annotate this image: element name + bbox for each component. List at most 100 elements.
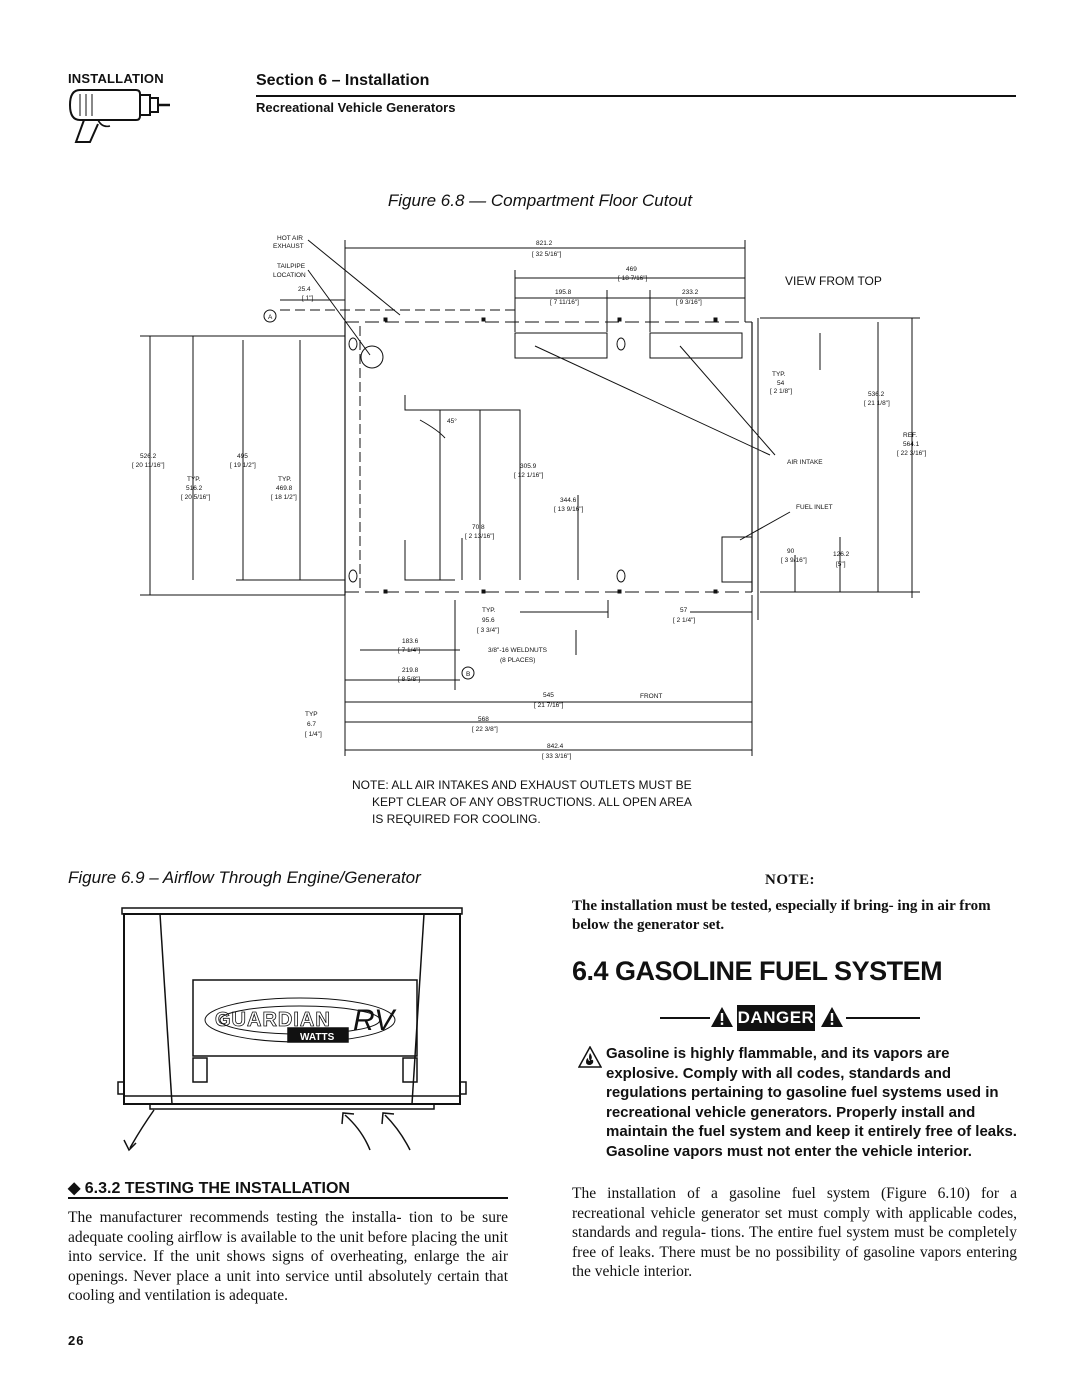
dim-195-inch: [ 7 11/16"] bbox=[550, 299, 579, 306]
note-body: The installation must be tested, especia… bbox=[572, 898, 991, 933]
danger-label: DANGER bbox=[737, 1005, 815, 1031]
dim-195: 195.8 bbox=[555, 289, 572, 296]
dim-469: 469 bbox=[626, 266, 637, 273]
dim-564-inch: [ 22 3/16"] bbox=[897, 450, 927, 457]
section-6-3-2-rule bbox=[68, 1197, 508, 1199]
dim-821: 821.2 bbox=[536, 240, 553, 247]
fuel-system-paragraph: The installation of a gasoline fuel syst… bbox=[572, 1185, 1017, 1280]
typ-6-label: TYP bbox=[305, 711, 318, 718]
point-b-label: B bbox=[466, 671, 470, 678]
dim-568-inch: [ 22 3/8"] bbox=[472, 726, 498, 733]
dim-821-inch: [ 32 5/16"] bbox=[532, 251, 562, 258]
dim-545: 545 bbox=[543, 692, 554, 699]
typ-95-label: TYP. bbox=[482, 607, 496, 614]
dim-57: 57 bbox=[680, 607, 688, 614]
places-label: (8 PLACES) bbox=[500, 657, 535, 664]
drawing-note-line-1: NOTE: ALL AIR INTAKES AND EXHAUST OUTLET… bbox=[352, 778, 692, 792]
dim-344-inch: [ 13 9/16"] bbox=[554, 506, 584, 513]
dim-469b-inch: [ 18 1/2"] bbox=[271, 494, 297, 501]
dim-564: 564.1 bbox=[903, 441, 920, 448]
generator-airflow-drawing: GUARDIAN RV WATTS bbox=[117, 907, 467, 1152]
dim-842: 842.4 bbox=[547, 743, 564, 750]
dim-842-inch: [ 33 3/16"] bbox=[542, 753, 572, 760]
dim-526: 526.2 bbox=[140, 453, 157, 460]
dim-54: 54 bbox=[777, 380, 785, 387]
drawing-note-line-2: KEPT CLEAR OF ANY OBSTRUCTIONS. ALL OPEN… bbox=[372, 795, 692, 809]
dim-70-inch: [ 2 13/16"] bbox=[465, 533, 495, 540]
figure-8-caption: Figure 6.8 — Compartment Floor Cutout bbox=[387, 191, 693, 210]
dim-516-inch: [ 20 5/16"] bbox=[181, 494, 211, 501]
location-label: LOCATION bbox=[273, 272, 306, 279]
drawing-note: NOTE: ALL AIR INTAKES AND EXHAUST OUTLET… bbox=[352, 777, 692, 828]
tailpipe-label: TAILPIPE bbox=[277, 263, 306, 270]
danger-rule-left bbox=[660, 1017, 710, 1019]
angle-label: 45° bbox=[447, 417, 457, 425]
exhaust-label: EXHAUST bbox=[273, 243, 304, 250]
typ-516-label: TYP. bbox=[187, 476, 201, 483]
dim-183-inch: [ 7 1/4"] bbox=[398, 647, 420, 654]
dim-516: 516.2 bbox=[186, 485, 203, 492]
dim-95: 95.6 bbox=[482, 617, 495, 624]
dim-568: 568 bbox=[478, 716, 489, 723]
air-intake-label: AIR INTAKE bbox=[787, 459, 823, 466]
rv-script-text: RV bbox=[353, 1004, 397, 1037]
dim-233: 233.2 bbox=[682, 289, 699, 296]
warning-triangle-icon bbox=[711, 1007, 733, 1027]
drill-icon bbox=[68, 89, 170, 143]
watts-badge-text: WATTS bbox=[300, 1032, 335, 1043]
dim-469-inch: [ 18 7/16"] bbox=[618, 275, 648, 282]
dim-495-inch: [ 19 1/2"] bbox=[230, 462, 256, 469]
dim-545-inch: [ 21 7/16"] bbox=[534, 702, 564, 709]
dim-90: 90 bbox=[787, 548, 795, 555]
warning-triangle-icon bbox=[821, 1007, 843, 1027]
floor-cutout-drawing: HOT AIR EXHAUST TAILPIPE LOCATION 25.4 [… bbox=[132, 235, 927, 760]
dim-219-inch: [ 8 5/8"] bbox=[398, 676, 420, 683]
fuel-inlet-label: FUEL INLET bbox=[796, 504, 833, 511]
dim-305-inch: [ 12 1/16"] bbox=[514, 472, 544, 479]
danger-message: Gasoline is highly flammable, and its va… bbox=[606, 1045, 1017, 1160]
guardian-brand-text: GUARDIAN bbox=[215, 1009, 331, 1031]
note-heading: NOTE: bbox=[765, 872, 816, 888]
dim-95-inch: [ 3 3/4"] bbox=[477, 627, 499, 634]
hot-air-label: HOT AIR bbox=[277, 235, 303, 242]
dim-233-inch: [ 9 3/16"] bbox=[676, 299, 702, 306]
figure-9-caption: Figure 6.9 – Airflow Through Engine/Gene… bbox=[68, 868, 421, 887]
dim-25-inch: [ 1"] bbox=[302, 295, 314, 302]
front-label: FRONT bbox=[640, 693, 662, 700]
dim-25: 25.4 bbox=[298, 286, 311, 293]
dim-183: 183.6 bbox=[402, 638, 419, 645]
dim-305: 305.9 bbox=[520, 463, 537, 470]
section-6-3-2-heading: ◆ 6.3.2 TESTING THE INSTALLATION bbox=[68, 1180, 350, 1197]
section-subtitle: Recreational Vehicle Generators bbox=[256, 100, 456, 115]
typ-469-label: TYP. bbox=[278, 476, 292, 483]
section-6-4-heading: 6.4 GASOLINE FUEL SYSTEM bbox=[572, 956, 943, 986]
section-title: Section 6 – Installation bbox=[256, 72, 430, 89]
flammable-hazard-icon bbox=[578, 1046, 602, 1068]
section-tag: INSTALLATION bbox=[68, 71, 164, 86]
dim-6-inch: [ 1/4"] bbox=[305, 731, 322, 738]
dim-469b: 469.8 bbox=[276, 485, 293, 492]
drawing-note-line-3: IS REQUIRED FOR COOLING. bbox=[372, 812, 541, 826]
dim-126-inch: [5"] bbox=[836, 561, 846, 568]
danger-rule-right bbox=[846, 1017, 920, 1019]
typ-54-label: TYP. bbox=[772, 371, 786, 378]
dim-495: 495 bbox=[237, 453, 248, 460]
dim-126: 126.2 bbox=[833, 551, 850, 558]
testing-paragraph: The manufacturer recommends testing the … bbox=[68, 1209, 508, 1304]
dim-70: 70.8 bbox=[472, 524, 485, 531]
danger-banner: DANGER bbox=[660, 1003, 920, 1033]
point-a-label: A bbox=[268, 314, 273, 321]
dim-219: 219.8 bbox=[402, 667, 419, 674]
dim-344: 344.6 bbox=[560, 497, 577, 504]
header-divider bbox=[256, 95, 1016, 97]
dim-6: 6.7 bbox=[307, 721, 316, 728]
dim-536-inch: [ 21 1/8"] bbox=[864, 400, 890, 407]
dim-536: 536.2 bbox=[868, 391, 885, 398]
view-from-top-label: VIEW FROM TOP bbox=[785, 274, 882, 288]
page-number: 26 bbox=[68, 1333, 85, 1348]
ref-label: REF. bbox=[903, 432, 917, 439]
dim-90-inch: [ 3 9/16"] bbox=[781, 557, 807, 564]
weldnuts-label: 3/8"-16 WELDNUTS bbox=[488, 647, 548, 654]
dim-526-inch: [ 20 11/16"] bbox=[132, 462, 165, 469]
dim-57-inch: [ 2 1/4"] bbox=[673, 617, 695, 624]
